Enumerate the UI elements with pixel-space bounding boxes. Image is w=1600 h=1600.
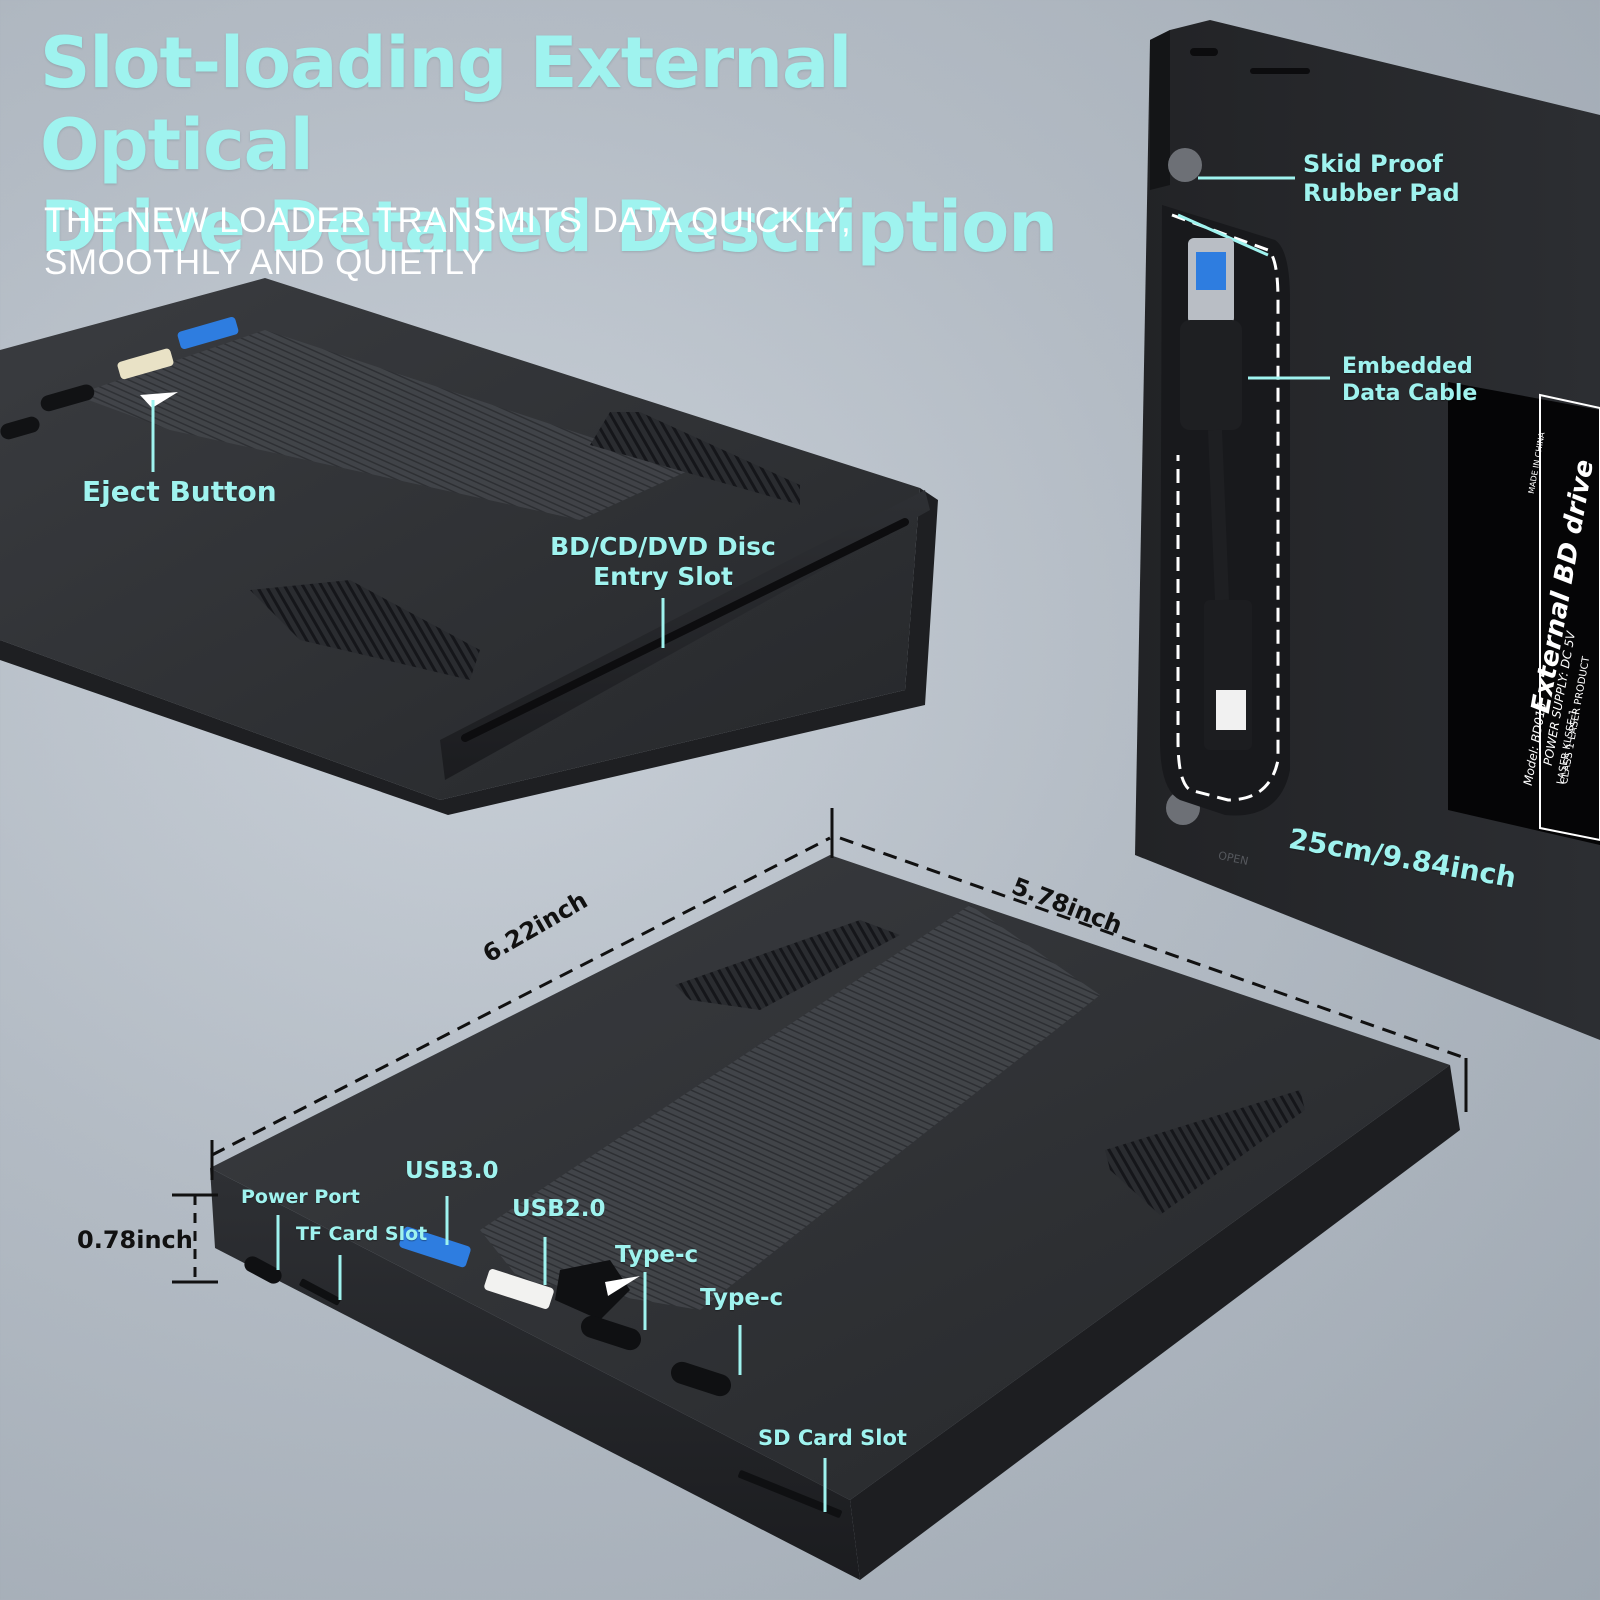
sd-slot-shape [738, 1470, 842, 1518]
page-title: Slot-loading External Optical Drive Deta… [40, 22, 1100, 268]
skid-proof-label-line-1: Skid Proof [1303, 150, 1443, 178]
rubber-pad-top [1168, 148, 1202, 182]
embedded-cable-label: Embedded Data Cable [1342, 353, 1477, 407]
dimension-height: 0.78inch [77, 1226, 193, 1254]
power-port-label: Power Port [241, 1186, 360, 1208]
disc-slot-label-line-1: BD/CD/DVD Disc [550, 532, 776, 561]
title-line-1: Slot-loading External Optical [40, 22, 852, 186]
usb3-port-shape [399, 1226, 471, 1268]
dimension-lines [172, 808, 1468, 1284]
drive-bottom-main [210, 855, 1460, 1580]
typec-port-1-shape [580, 1315, 642, 1351]
disc-slot-label-line-2: Entry Slot [593, 562, 733, 591]
subtitle-line-1: THE NEW LOADER TRANSMITS DATA QUICKLY, [44, 201, 852, 240]
usb2-label: USB2.0 [512, 1196, 606, 1222]
tf-slot-shape [299, 1278, 341, 1306]
eject-icon-bottom [605, 1276, 640, 1296]
skid-proof-label: Skid Proof Rubber Pad [1303, 150, 1460, 208]
subtitle: THE NEW LOADER TRANSMITS DATA QUICKLY, S… [44, 200, 884, 284]
title-line-2: Drive Detailed Description [40, 186, 1058, 268]
typec-1-label: Type-c [615, 1242, 699, 1268]
embedded-cable-label-line-2: Data Cable [1342, 381, 1478, 406]
disc-slot-label: BD/CD/DVD Disc Entry Slot [548, 532, 778, 592]
usb3-label: USB3.0 [405, 1158, 499, 1184]
drive-top-left [0, 278, 938, 815]
sd-card-slot-label: SD Card Slot [758, 1426, 907, 1450]
typec-2-label: Type-c [700, 1285, 784, 1311]
callout-leaders [151, 176, 1330, 1512]
eject-icon [140, 392, 178, 408]
embedded-cable-label-line-1: Embedded [1342, 354, 1473, 379]
usb2-port-shape [484, 1269, 554, 1309]
eject-button-label: Eject Button [82, 475, 277, 508]
tf-card-slot-label: TF Card Slot [296, 1223, 428, 1245]
power-port-shape [244, 1256, 282, 1284]
spec-label-plate [1448, 382, 1600, 845]
typec-port-2-shape [670, 1361, 732, 1397]
skid-proof-label-line-2: Rubber Pad [1303, 179, 1460, 207]
subtitle-line-2: SMOOTHLY AND QUIETLY [44, 243, 486, 282]
drive-right-standing [1135, 20, 1600, 1040]
